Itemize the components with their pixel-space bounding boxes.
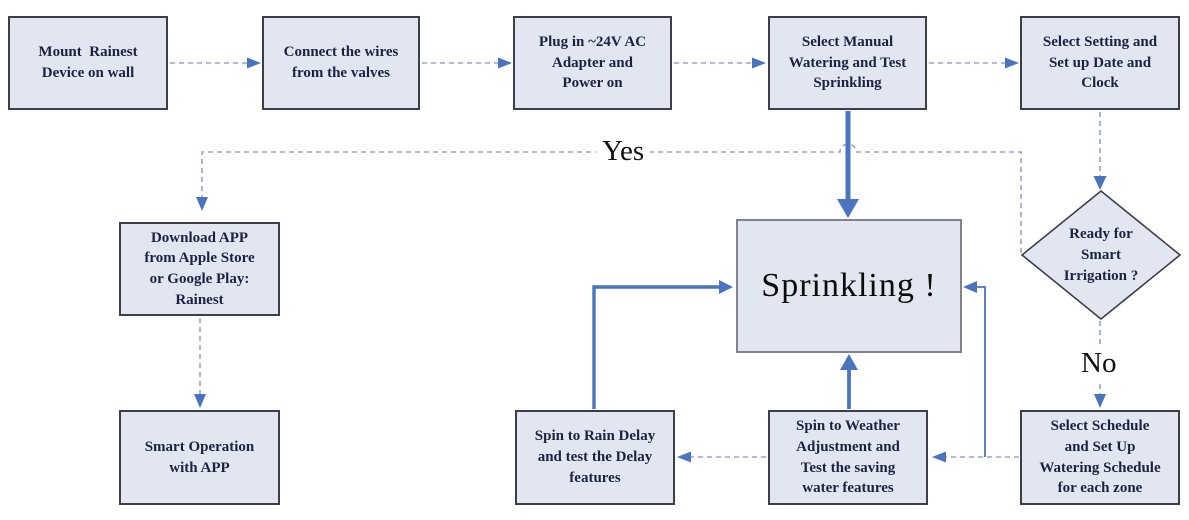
node-select-setting-date-clock: Select Setting and Set up Date and Clock (1020, 16, 1180, 110)
node-plug-in-adapter: Plug in ~24V AC Adapter and Power on (513, 16, 672, 110)
edge-raindelay-sprinkling (592, 285, 719, 409)
arrowhead-download-yes (196, 197, 208, 211)
node-select-manual-watering: Select Manual Watering and Test Sprinkli… (768, 16, 927, 110)
arrowhead-manual (752, 57, 766, 69)
arrowhead-wires (247, 57, 261, 69)
arrowhead-smartop (194, 394, 206, 408)
arrowhead-setting (1005, 57, 1019, 69)
arrowhead-sprinkling-bottom (840, 354, 858, 370)
node-connect-wires: Connect the wires from the valves (262, 16, 420, 110)
node-sprinkling: Sprinkling ! (736, 219, 962, 353)
diamond-shape (1020, 189, 1182, 321)
node-ready-for-smart-irrigation: Ready for Smart Irrigation ? (1063, 225, 1139, 284)
node-spin-rain-delay: Spin to Rain Delay and test the Delay fe… (515, 410, 675, 505)
node-spin-weather-adjustment: Spin to Weather Adjustment and Test the … (768, 410, 928, 505)
arrowhead-schedule-no (1094, 394, 1106, 408)
node-download-app: Download APP from Apple Store or Google … (119, 222, 280, 316)
edge-schedule-sprinkling (977, 286, 986, 457)
edge-ready-yes-download (201, 143, 1022, 253)
arrowhead-sprinkling-right (963, 281, 977, 293)
node-mount-rainest-device: Mount Rainest Device on wall (8, 16, 168, 110)
branch-label-no: No (1075, 347, 1123, 380)
arrowhead-ready (1093, 176, 1107, 190)
node-smart-operation-app: Smart Operation with APP (119, 410, 280, 505)
arrowhead-sprinkling-top (837, 199, 859, 218)
arrowhead-plug (498, 57, 512, 69)
branch-label-yes: Yes (596, 135, 651, 168)
node-select-schedule: Select Schedule and Set Up Watering Sche… (1020, 410, 1180, 505)
arrowhead-weather-in (932, 451, 946, 463)
arrowhead-raindelay-in (677, 451, 691, 463)
arrowhead-sprinkling-left (719, 280, 733, 294)
